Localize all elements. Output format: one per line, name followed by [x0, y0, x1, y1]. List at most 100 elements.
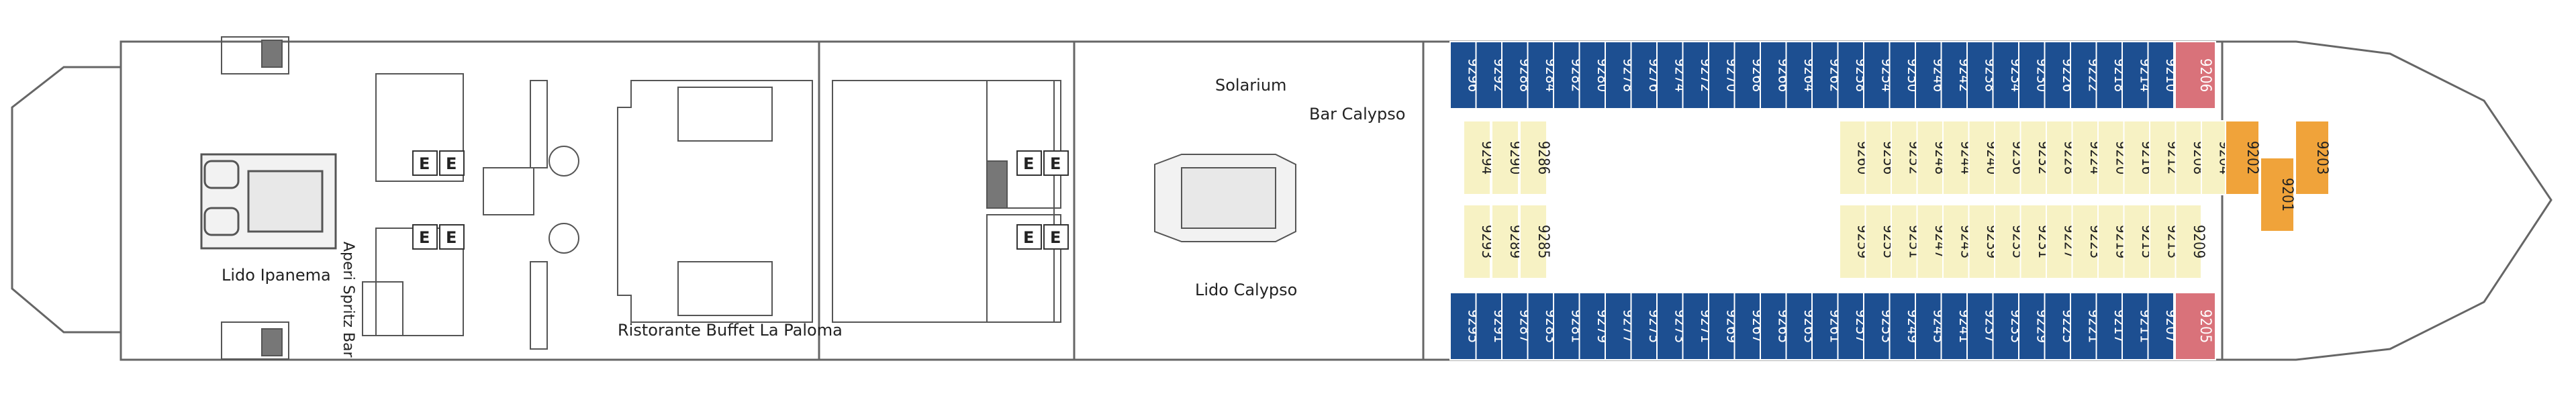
cabin-top-outer-box[interactable] — [1475, 41, 1502, 109]
solarium-label: Solarium — [1215, 76, 1286, 95]
cabin-bottom-inner-right-box[interactable] — [2046, 204, 2073, 279]
cabin-top-outer-box[interactable] — [1578, 41, 1606, 109]
cabin-top-outer-box[interactable] — [1785, 41, 1813, 109]
cabin-bottom-inner-right-box[interactable] — [1994, 204, 2021, 279]
elevator-icon: E — [446, 154, 457, 173]
suite-forward: 9203 — [2313, 141, 2330, 174]
suite-forward-box[interactable] — [2295, 120, 2330, 195]
hull-outline — [11, 40, 2553, 361]
cabin-top-outer-box[interactable] — [1682, 41, 1709, 109]
cabin-bottom-outer-box[interactable] — [2044, 292, 2071, 360]
cabin-top-outer-box[interactable] — [1449, 41, 1477, 109]
lido-calypso-pool — [1154, 154, 1296, 242]
cabin-bottom-outer-box[interactable] — [2095, 292, 2123, 360]
cabin-top-outer-box[interactable] — [1760, 41, 1787, 109]
elevator-icon: E — [1023, 228, 1034, 247]
cabin-bottom-inner-right-box[interactable] — [1942, 204, 1970, 279]
mid-elevators: E E E E — [1016, 150, 1069, 250]
cabin-top-outer-box[interactable] — [2147, 41, 2175, 109]
cabin-top-inner-left: 9286 — [1535, 141, 1552, 174]
bar-calypso-label: Bar Calypso — [1309, 105, 1405, 123]
cabin-bottom-outer-box[interactable] — [1940, 292, 1968, 360]
cabin-top-inner-left-box[interactable] — [1519, 120, 1547, 195]
elevator-icon: E — [419, 228, 430, 247]
elevator-icon: E — [1023, 154, 1034, 173]
cabin-top-inner-right-box[interactable] — [1891, 120, 1918, 195]
elevator-box — [412, 224, 438, 250]
cabin-bottom-inner-right-box[interactable] — [2175, 204, 2202, 279]
elevator-box — [439, 150, 465, 176]
cabin-top-inner-right-box[interactable] — [1968, 120, 1995, 195]
cabin-bottom-outer-box[interactable] — [1630, 292, 1658, 360]
cabin-bottom-inner-right-box[interactable] — [1864, 204, 1892, 279]
cabin-bottom-outer-box[interactable] — [2121, 292, 2149, 360]
cabin-bottom-outer-box[interactable] — [1475, 292, 1502, 360]
cabin-top-outer-box[interactable] — [1656, 41, 1684, 109]
suite-bottom-box[interactable] — [2175, 292, 2216, 360]
cabin-bottom-inner-left-box[interactable] — [1519, 204, 1547, 279]
cabin-top-outer-box[interactable] — [1527, 41, 1554, 109]
aft-stairs — [221, 36, 289, 360]
elevator-box — [412, 150, 438, 176]
cabin-top-outer-box[interactable] — [1889, 41, 1916, 109]
cabin-bottom-outer-box[interactable] — [2147, 292, 2175, 360]
suite-top: 9206 — [2197, 58, 2213, 92]
suite-forward-box[interactable] — [2260, 157, 2295, 232]
buffet-structure — [617, 80, 1055, 323]
cabin-bottom-outer-box[interactable] — [1553, 292, 1580, 360]
cabin-bottom-outer-box[interactable] — [1449, 292, 1477, 360]
cabin-bottom-outer-box[interactable] — [1863, 292, 1891, 360]
cabin-bottom-outer-box[interactable] — [1578, 292, 1606, 360]
cabin-top-inner-right-box[interactable] — [2097, 120, 2125, 195]
cabin-bottom-inner-right-box[interactable] — [1968, 204, 1995, 279]
cabin-bottom-inner-right-box[interactable] — [1891, 204, 1918, 279]
cabin-top-outer-box[interactable] — [1501, 41, 1529, 109]
cabin-bottom-outer-box[interactable] — [1837, 292, 1864, 360]
cabin-top-inner-right-box[interactable] — [2019, 120, 2047, 195]
cabin-bottom-outer-box[interactable] — [2018, 292, 2046, 360]
cabin-top-inner-left-box[interactable] — [1463, 120, 1491, 195]
cabin-top-outer-box[interactable] — [2070, 41, 2097, 109]
cabin-top-outer-box[interactable] — [1630, 41, 1658, 109]
cabin-top-inner-right-box[interactable] — [2175, 120, 2202, 195]
aft-elevators: E E E E — [412, 150, 465, 250]
cabin-bottom-outer-box[interactable] — [1682, 292, 1709, 360]
cabin-top-outer-box[interactable] — [1837, 41, 1864, 109]
cabin-top-outer-box[interactable] — [1708, 41, 1735, 109]
cabin-top-inner-right-box[interactable] — [2123, 120, 2150, 195]
cabin-top-outer-box[interactable] — [2121, 41, 2149, 109]
lido-calypso-label: Lido Calypso — [1195, 281, 1297, 299]
cabin-top-inner-left-box[interactable] — [1491, 120, 1519, 195]
suite-top-box[interactable] — [2175, 41, 2216, 109]
cabin-top-outer-box[interactable] — [1915, 41, 1942, 109]
cabin-bottom-inner-left: 9285 — [1535, 225, 1552, 258]
cabin-top-inner-right-box[interactable] — [1839, 120, 1866, 195]
aperi-spritz-bar-label: Aperi Spritz Bar — [340, 242, 356, 358]
suite-forward-box[interactable] — [2225, 120, 2260, 195]
cabin-bottom-outer-box[interactable] — [1605, 292, 1632, 360]
suite-bottom: 9205 — [2197, 309, 2213, 343]
cabin-bottom-outer-box[interactable] — [1811, 292, 1839, 360]
cabin-bottom-outer-box[interactable] — [1889, 292, 1916, 360]
cabin-bottom-inner-right-box[interactable] — [2149, 204, 2177, 279]
cabin-top-inner-right-box[interactable] — [2071, 120, 2099, 195]
cabin-top-inner-right-box[interactable] — [1864, 120, 1892, 195]
cabin-bottom-outer-box[interactable] — [1708, 292, 1735, 360]
cabin-top-outer-box[interactable] — [1940, 41, 1968, 109]
cabin-top-inner-right-box[interactable] — [2201, 120, 2228, 195]
cabin-top-outer-box[interactable] — [2095, 41, 2123, 109]
cabin-bottom-inner-left-box[interactable] — [1491, 204, 1519, 279]
cabin-top-outer-box[interactable] — [1992, 41, 2019, 109]
cabin-bottom-inner-left-box[interactable] — [1463, 204, 1491, 279]
cabin-top-outer-box[interactable] — [2044, 41, 2071, 109]
cabin-bottom-outer-box[interactable] — [1760, 292, 1787, 360]
cabin-top-inner-right-box[interactable] — [1994, 120, 2021, 195]
cabin-top-outer-box[interactable] — [1733, 41, 1761, 109]
cabin-top-inner-right-box[interactable] — [1916, 120, 1944, 195]
suite-forward: 9201 — [2279, 178, 2295, 211]
cabin-bottom-outer-box[interactable] — [1785, 292, 1813, 360]
suite-forward: 9202 — [2244, 141, 2260, 174]
elevator-icon: E — [419, 154, 430, 173]
